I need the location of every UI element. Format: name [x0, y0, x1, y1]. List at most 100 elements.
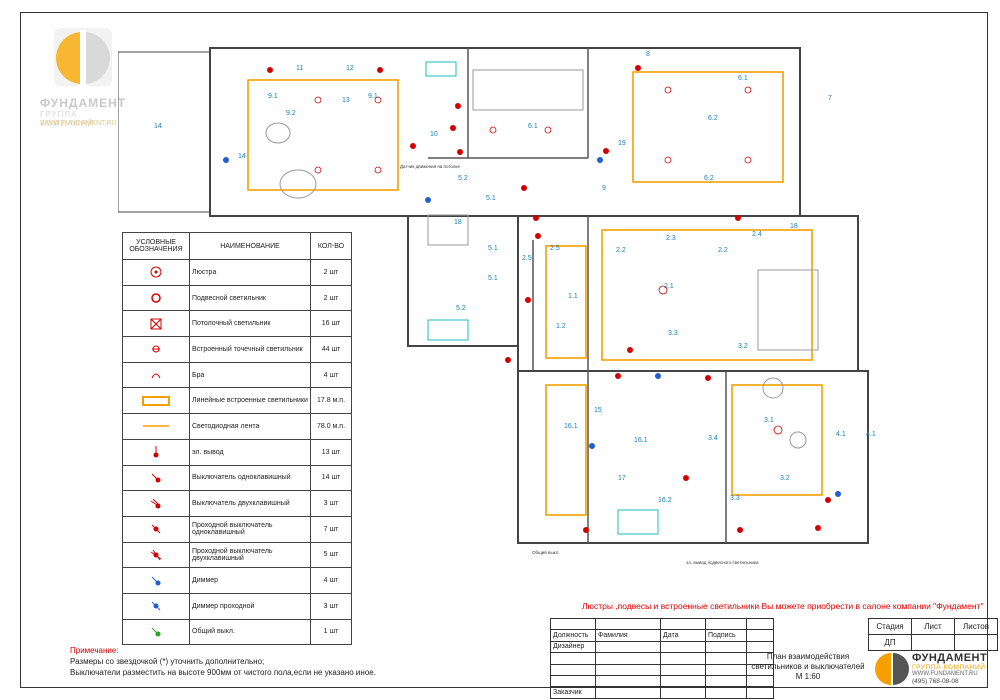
svg-text:17: 17: [618, 475, 626, 482]
led-strips: [247, 71, 823, 516]
svg-text:2.5: 2.5: [522, 255, 532, 262]
logo-mark-icon: [54, 28, 112, 86]
svg-text:3.2: 3.2: [780, 475, 790, 482]
stage-table: Стадия Лист Листов ДП: [868, 618, 998, 651]
stage-header: Стадия: [868, 618, 912, 635]
svg-text:9.1: 9.1: [368, 93, 378, 100]
svg-text:3.2: 3.2: [738, 343, 748, 350]
legend-qty: 2 шт: [310, 259, 352, 286]
svg-text:2.2: 2.2: [718, 247, 728, 254]
legend-qty: 16 шт: [310, 310, 352, 338]
spot-light-icon: [152, 345, 160, 353]
legend-qty: 4 шт: [310, 567, 352, 594]
logo-subtitle: ГРУППА КОМПАНИЙ: [40, 110, 94, 128]
svg-text:6.2: 6.2: [704, 175, 714, 182]
pendant-light-icon: [151, 293, 161, 303]
svg-text:5.1: 5.1: [488, 245, 498, 252]
legend-name: Бра: [189, 361, 311, 389]
legend-row: Выключатель одноклавишный 14 шт: [122, 464, 352, 492]
svg-text:19: 19: [618, 140, 626, 147]
svg-text:1.2: 1.2: [556, 323, 566, 330]
floor-plan[interactable]: 11 12 13 9.1 9.2 9.1 10 14 14 5.2 5.1 5.…: [118, 40, 888, 580]
logo-bottom-phone: (495) 768-08-08: [912, 678, 959, 685]
legend-name: Линейные встроенные светильники: [189, 387, 311, 415]
legend-qty: 44 шт: [310, 336, 352, 363]
linear-light-icon: [142, 395, 170, 406]
bathroom-fixtures: [265, 61, 819, 535]
legend-row: Светодиодная лента 78.0 м.п.: [122, 413, 352, 440]
role-designer: Дизайнер: [550, 640, 596, 654]
company-logo-bottom: ФУНДАМЕНТ ГРУППА КОМПАНИЙ WWW.FUNDAMENT.…: [872, 650, 988, 688]
col-surname: Фамилия: [595, 629, 661, 642]
legend-qty: 3 шт: [310, 592, 352, 620]
legend-qty: 78.0 м.п.: [310, 413, 352, 440]
svg-text:5.1: 5.1: [488, 275, 498, 282]
legend-name: Светодиодная лента: [189, 413, 311, 440]
svg-text:16.2: 16.2: [658, 497, 672, 504]
legend-qty: 1 шт: [310, 618, 352, 646]
svg-text:6.1: 6.1: [738, 75, 748, 82]
notes-line: Выключатели разместить на высоте 900мм о…: [70, 668, 376, 677]
svg-text:4.1: 4.1: [866, 431, 876, 438]
svg-text:6.2: 6.2: [708, 115, 718, 122]
pass-switch-double-icon: [150, 549, 162, 561]
logo-name: ФУНДАМЕНТ: [40, 96, 127, 110]
sheet-header: Лист: [911, 618, 955, 635]
switch-single-icon: [151, 473, 161, 483]
legend-row: Линейные встроенные светильники 17.8 м.п…: [122, 387, 352, 415]
legend-name: Потолочный светильник: [189, 310, 311, 338]
legend-qty: 3 шт: [310, 490, 352, 517]
legend-qty: 5 шт: [310, 541, 352, 569]
legend-row: Выключатель двухклавишный 3 шт: [122, 490, 352, 517]
svg-text:14: 14: [154, 123, 162, 130]
svg-text:5.2: 5.2: [456, 305, 466, 312]
legend-name: Проходной выключатель двухклавишный: [189, 541, 311, 569]
svg-text:9: 9: [602, 185, 606, 192]
svg-text:Датчик движения на потолке: Датчик движения на потолке: [400, 164, 460, 169]
chandelier-icon: [150, 266, 162, 278]
master-switch-icon: [151, 627, 161, 637]
svg-text:6.1: 6.1: [528, 123, 538, 130]
legend-row: Проходной выключатель одноклавишный 7 шт: [122, 515, 352, 543]
legend-name: Проходной выключатель одноклавишный: [189, 515, 311, 543]
dimmers: [223, 157, 841, 497]
legend-qty: 17.8 м.п.: [310, 387, 352, 415]
light-points: [267, 65, 831, 533]
sconce-icon: [151, 373, 161, 379]
svg-text:12: 12: [346, 65, 354, 72]
svg-text:5.1: 5.1: [486, 195, 496, 202]
pass-switch-single-icon: [151, 524, 161, 534]
svg-text:8: 8: [646, 51, 650, 58]
pass-dimmer-icon: [151, 601, 161, 611]
stage-value: ДП: [868, 634, 912, 651]
legend-table: УСЛОВНЫЕ ОБОЗНАЧЕНИЯ НАИМЕНОВАНИЕ КОЛ-ВО…: [122, 232, 352, 646]
legend-row: Люстра 2 шт: [122, 259, 352, 286]
svg-text:5.2: 5.2: [458, 175, 468, 182]
dimmer-icon: [151, 576, 161, 586]
svg-text:9.1: 9.1: [268, 93, 278, 100]
legend-row: Потолочный светильник 16 шт: [122, 310, 352, 338]
legend-row: Встроенный точечный светильник 44 шт: [122, 336, 352, 363]
switch-double-icon: [150, 498, 161, 509]
legend-qty: 7 шт: [310, 515, 352, 543]
legend-row: Бра 4 шт: [122, 361, 352, 389]
svg-text:3.3: 3.3: [730, 495, 740, 502]
logo-bottom-subtitle: ГРУППА КОМПАНИЙ: [912, 664, 986, 671]
legend-row: Проходной выключатель двухклавишный 5 шт: [122, 541, 352, 569]
ceiling-light-icon: [150, 318, 162, 330]
legend-header-name: НАИМЕНОВАНИЕ: [189, 232, 311, 260]
svg-text:18: 18: [454, 219, 462, 226]
legend-qty: 13 шт: [310, 438, 352, 466]
legend-name: Подвесной светильник: [189, 284, 311, 312]
legend-row: Диммер 4 шт: [122, 567, 352, 594]
svg-text:16.1: 16.1: [564, 423, 578, 430]
legend-qty: 14 шт: [310, 464, 352, 492]
legend-row: Общий выкл. 1 шт: [122, 618, 352, 646]
col-position: Должность: [550, 629, 596, 642]
logo-bottom-website: WWW.FUNDAMENT.RU: [912, 671, 978, 677]
legend-row: Подвесной светильник 2 шт: [122, 284, 352, 312]
drawing-scale: М 1:60: [795, 672, 821, 681]
col-signature: Подпись: [705, 629, 747, 642]
svg-text:15: 15: [594, 407, 602, 414]
svg-text:11: 11: [296, 65, 303, 72]
